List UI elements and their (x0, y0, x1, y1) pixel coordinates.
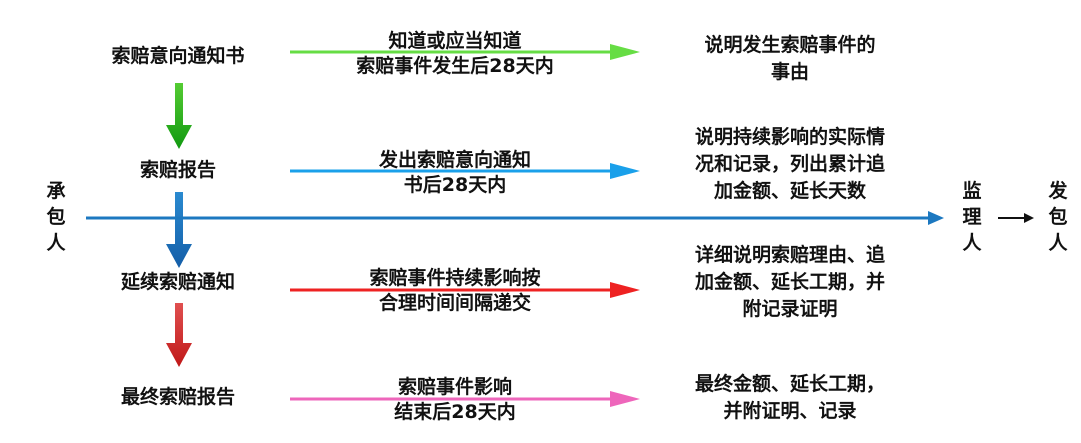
step-arrow-2 (290, 163, 640, 179)
step-1-content-line-2: 事由 (770, 61, 809, 83)
step-2-content-line-2: 况和记录，列出累计追 (694, 153, 885, 175)
step-1-condition-line-1: 知道或应当知道 (388, 30, 522, 52)
step-4-content-line-2: 并附证明、记录 (723, 400, 857, 422)
step-3-name: 延续索赔通知 (120, 271, 235, 293)
main-flow-arrowhead (928, 211, 944, 225)
step-4-condition-line-1: 索赔事件影响 (397, 376, 512, 398)
step-2-condition-line-1: 发出索赔意向通知 (378, 149, 531, 171)
step-4-name: 最终索赔报告 (120, 386, 235, 408)
step-arrow-4 (290, 391, 640, 407)
step-1-name: 索赔意向通知书 (111, 45, 245, 67)
step-2-condition-line-2: 书后28天内 (403, 174, 507, 196)
step-2-content-line-3: 加金额、延长天数 (713, 180, 866, 202)
step-4-condition-line-2: 结束后28天内 (394, 401, 516, 423)
step-3-condition-line-2: 合理时间间隔递交 (378, 292, 531, 314)
step-2-name: 索赔报告 (139, 159, 216, 181)
step-3-condition-line-1: 索赔事件持续影响按 (369, 267, 541, 289)
down-arrow-2 (166, 192, 192, 268)
step-1-condition-line-2: 索赔事件发生后28天内 (356, 55, 554, 77)
contractor-label: 承包人 (46, 180, 66, 254)
down-arrow-3 (166, 303, 192, 367)
step-arrow-1 (290, 44, 640, 60)
step-2-content-line-1: 说明持续影响的实际情 (694, 126, 885, 148)
step-4-content-line-1: 最终金额、延长工期， (694, 373, 885, 395)
step-3-content-line-3: 附记录证明 (742, 298, 838, 320)
step-arrow-3 (290, 282, 640, 298)
down-arrow-1 (166, 83, 192, 149)
employer-label: 发包人 (1048, 180, 1068, 254)
step-3-content-line-2: 加金额、延长工期，并 (694, 271, 885, 293)
step-3-content-line-1: 详细说明索赔理由、追 (694, 244, 885, 266)
step-1-content-line-1: 说明发生索赔事件的 (704, 34, 876, 56)
supervisor-label: 监理人 (962, 180, 982, 254)
supervisor-to-employer-arrowhead (1024, 213, 1034, 223)
